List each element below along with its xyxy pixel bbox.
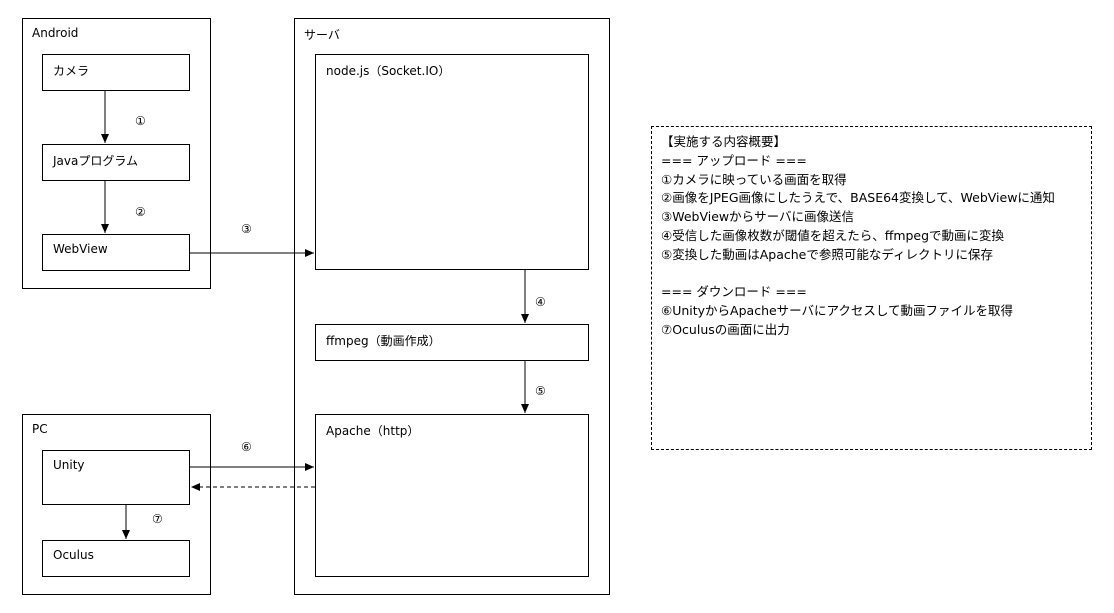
- step-7-marker: ⑦: [152, 512, 163, 526]
- step-3-marker: ③: [241, 222, 252, 236]
- webview-node-label: WebView: [53, 242, 108, 256]
- summary-line-step-7: ⑦Oculusの画面に出力: [661, 321, 790, 337]
- nodejs-node: node.js（Socket.IO）: [315, 54, 589, 270]
- webview-node: WebView: [42, 234, 190, 271]
- summary-line-download-heading: === ダウンロード ===: [661, 284, 807, 300]
- unity-node: Unity: [42, 450, 190, 505]
- apache-node: Apache（http）: [315, 414, 589, 577]
- camera-node: カメラ: [42, 54, 190, 91]
- step-1-marker: ①: [135, 114, 146, 128]
- camera-node-label: カメラ: [53, 64, 90, 78]
- pc-group-label: PC: [32, 422, 48, 436]
- nodejs-node-label: node.js（Socket.IO）: [326, 64, 451, 78]
- java-program-node: Javaプログラム: [42, 144, 190, 181]
- step-4-marker: ④: [535, 295, 546, 309]
- step-2-marker: ②: [135, 205, 146, 219]
- java-program-node-label: Javaプログラム: [53, 154, 138, 168]
- summary-line-step-2: ②画像をJPEG画像にしたうえで、BASE64変換して、WebViewに通知: [661, 190, 1055, 206]
- summary-line-step-4: ④受信した画像枚数が閾値を超えたら、ffmpegで動画に変換: [661, 227, 1005, 243]
- apache-node-label: Apache（http）: [326, 424, 420, 438]
- summary-note: 【実施する内容概要】 === アップロード === ①カメラに映っている画面を取…: [651, 126, 1092, 450]
- summary-line-upload-heading: === アップロード ===: [661, 152, 807, 168]
- step-6-marker: ⑥: [241, 440, 252, 454]
- android-group-label: Android: [32, 26, 79, 40]
- summary-line-step-3: ③WebViewからサーバに画像送信: [661, 209, 854, 225]
- ffmpeg-node-label: ffmpeg（動画作成）: [326, 334, 441, 348]
- oculus-node: Oculus: [42, 540, 190, 577]
- summary-line-blank: [661, 265, 1091, 284]
- summary-line-step-6: ⑥UnityからApacheサーバにアクセスして動画ファイルを取得: [661, 303, 1014, 319]
- oculus-node-label: Oculus: [53, 548, 94, 562]
- unity-node-label: Unity: [53, 458, 85, 472]
- step-5-marker: ⑤: [535, 384, 546, 398]
- server-group-label: サーバ: [304, 28, 340, 42]
- ffmpeg-node: ffmpeg（動画作成）: [315, 324, 589, 361]
- summary-line-title: 【実施する内容概要】: [661, 134, 787, 149]
- summary-line-step-5: ⑤変換した動画はApacheで参照可能なディレクトリに保存: [661, 246, 993, 262]
- summary-line-step-1: ①カメラに映っている画面を取得: [661, 171, 847, 187]
